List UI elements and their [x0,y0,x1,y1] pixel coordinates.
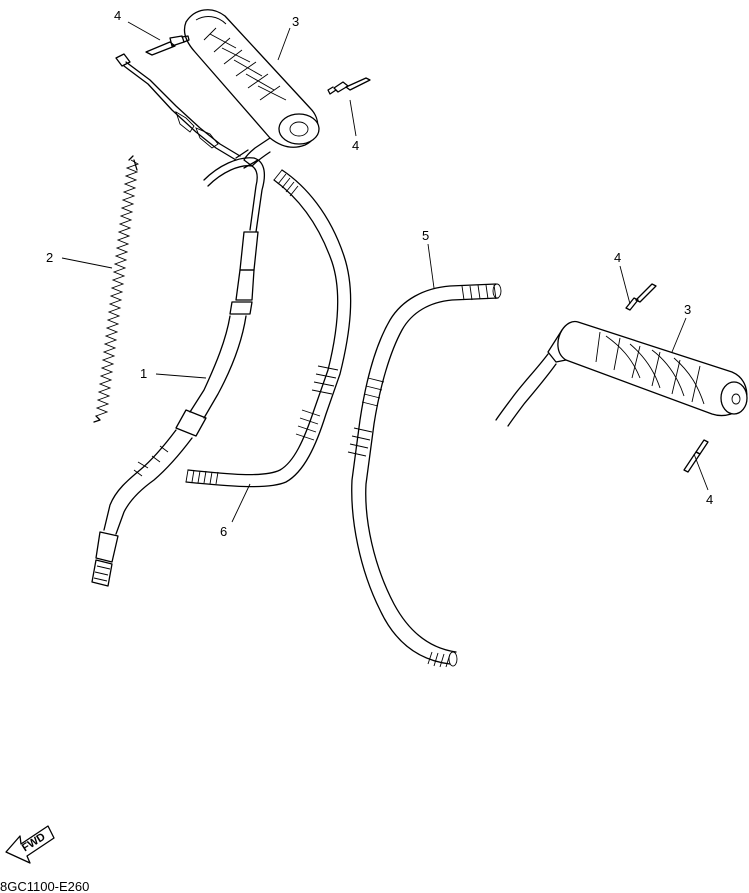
throttle-cable [91,53,266,587]
throttle-grip-top [183,9,320,169]
bolt-top-right [327,77,371,95]
diagram-code: 8GC1100-E260 [0,879,89,893]
callout-bolt-right-lower: 4 [706,492,713,507]
fwd-arrow-icon: FWD [5,825,55,864]
callout-tube-short: 6 [220,524,227,539]
callout-tube-long: 5 [422,228,429,243]
bolt-top-left [145,35,190,56]
callout-grip-left: 3 [292,14,299,29]
leader-lines [61,21,709,523]
callout-bolt-top-left: 4 [114,8,121,23]
callout-cable: 1 [140,366,147,381]
callout-bolt-top-right: 4 [352,138,359,153]
spring [93,155,140,423]
grip-right [495,320,748,427]
callout-spring: 2 [46,250,53,265]
callout-bolt-right-upper: 4 [614,250,621,265]
callout-grip-right: 3 [684,302,691,317]
bolt-right-upper [625,283,657,311]
tube-long [347,283,502,668]
tube-short [185,169,352,488]
bolt-right-lower [683,439,709,473]
